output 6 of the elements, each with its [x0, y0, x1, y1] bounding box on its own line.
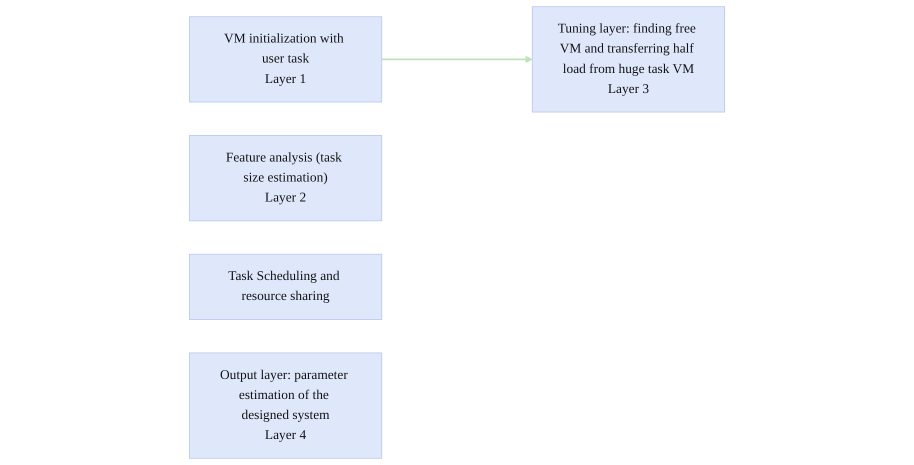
node-box: VM initialization with user task Layer 1: [188, 16, 382, 102]
node-box: Task Scheduling and resource sharing: [188, 254, 382, 320]
node-box: Tuning layer: finding free VM and transferring half load from huge task VM Layer 3: [532, 6, 726, 112]
node-box: Feature analysis (task size estimation) Layer 2: [188, 135, 382, 222]
arrow: [382, 56, 533, 64]
node-box: Output layer: parameter estimation of the designed system Layer 4: [188, 352, 382, 459]
